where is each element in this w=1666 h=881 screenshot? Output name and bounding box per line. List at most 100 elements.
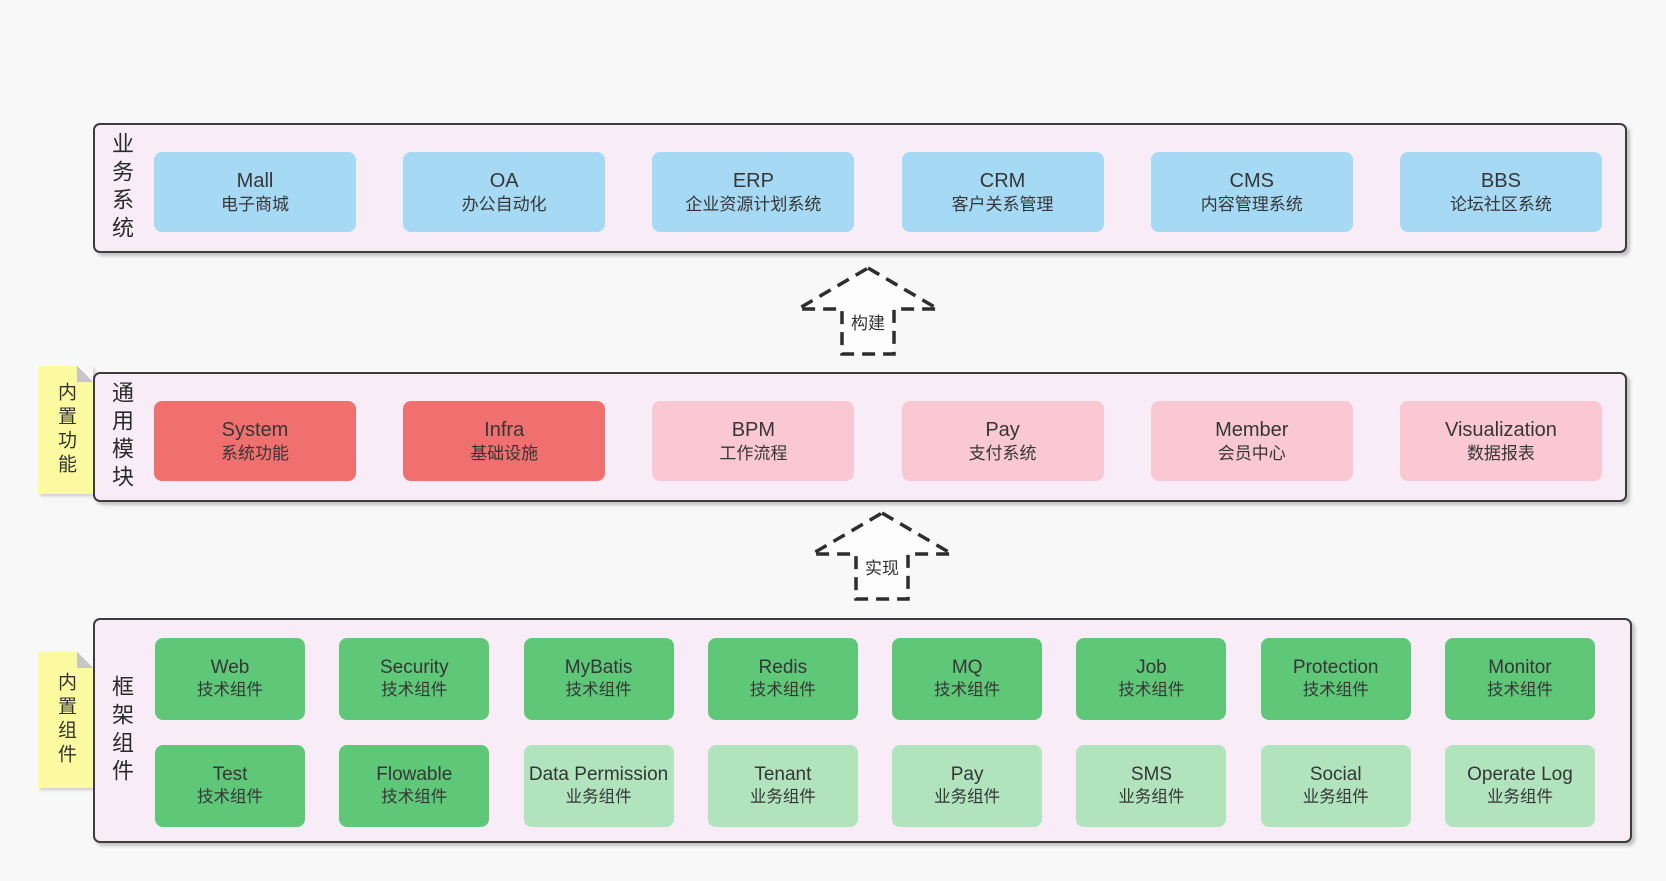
- box-subtitle: 业务组件: [1302, 788, 1369, 807]
- modules-boxes-row: System 系统功能 Infra 基础设施 BPM 工作流程 Pay 支付系统…: [154, 401, 1602, 481]
- box-title: Member: [1215, 418, 1289, 441]
- box-pay-biz: Pay 业务组件: [892, 745, 1043, 827]
- box-tenant: Tenant 业务组件: [707, 745, 858, 827]
- box-test: Test 技术组件: [155, 745, 305, 827]
- box-title: Redis: [758, 657, 808, 679]
- arrow-build: 构建: [793, 263, 943, 359]
- box-data-permission: Data Permission 业务组件: [523, 745, 674, 827]
- box-bpm: BPM 工作流程: [652, 401, 855, 481]
- box-pay: Pay 支付系统: [901, 401, 1104, 481]
- section-label-framework: 框架组件: [109, 674, 134, 787]
- box-subtitle: 技术组件: [565, 681, 632, 700]
- box-mybatis: MyBatis 技术组件: [523, 638, 674, 720]
- box-mq: MQ 技术组件: [892, 638, 1043, 720]
- box-title: Monitor: [1488, 657, 1552, 679]
- box-subtitle: 企业资源计划系统: [685, 194, 822, 214]
- box-job: Job 技术组件: [1076, 638, 1227, 720]
- box-title: Infra: [484, 418, 525, 441]
- section-label-modules: 通用模块: [109, 381, 134, 493]
- box-title: BBS: [1480, 169, 1521, 192]
- box-title: Pay: [950, 764, 984, 786]
- box-erp: ERP 企业资源计划系统: [652, 152, 855, 232]
- box-subtitle: 技术组件: [1118, 681, 1185, 700]
- box-subtitle: 数据报表: [1466, 443, 1535, 463]
- box-monitor: Monitor 技术组件: [1444, 638, 1595, 720]
- box-title: Protection: [1292, 657, 1379, 679]
- box-social: Social 业务组件: [1260, 745, 1411, 827]
- box-subtitle: 技术组件: [197, 681, 263, 700]
- business-boxes-row: Mall 电子商城 OA 办公自动化 ERP 企业资源计划系统 CRM 客户关系…: [154, 152, 1602, 232]
- section-label-business: 业务系统: [109, 132, 134, 244]
- box-infra: Infra 基础设施: [403, 401, 606, 481]
- box-subtitle: 电子商城: [221, 194, 289, 214]
- note-text: 内置组件: [55, 672, 76, 768]
- box-title: CRM: [979, 169, 1026, 192]
- box-mall: Mall 电子商城: [154, 152, 356, 232]
- note-builtin-components: 内置组件: [38, 652, 93, 788]
- box-bbs: BBS 论坛社区系统: [1399, 152, 1602, 232]
- box-security: Security 技术组件: [339, 638, 490, 720]
- box-title: Tenant: [754, 764, 812, 786]
- box-web: Web 技术组件: [155, 638, 305, 720]
- box-title: Flowable: [376, 764, 453, 786]
- sec-business-systems: 业务系统 Mall 电子商城 OA 办公自动化 ERP 企业资源计划系统 CRM…: [93, 123, 1627, 253]
- sec-common-modules: 通用模块 System 系统功能 Infra 基础设施 BPM 工作流程 Pay…: [93, 372, 1627, 502]
- sec-framework-components: 框架组件 Web 技术组件 Security 技术组件 MyBatis 技术组件…: [93, 618, 1632, 843]
- box-title: MQ: [951, 657, 983, 679]
- box-title: Social: [1309, 764, 1362, 786]
- arrow-label: 构建: [851, 314, 885, 333]
- box-visualization: Visualization 数据报表: [1399, 401, 1602, 481]
- box-protection: Protection 技术组件: [1260, 638, 1411, 720]
- box-subtitle: 业务组件: [749, 788, 816, 807]
- note-text: 内置功能: [55, 382, 76, 478]
- folded-corner-icon: [77, 366, 93, 382]
- box-title: CMS: [1229, 169, 1274, 192]
- box-subtitle: 客户关系管理: [951, 194, 1054, 214]
- folded-corner-icon: [77, 652, 93, 668]
- box-subtitle: 技术组件: [1302, 681, 1369, 700]
- box-title: Test: [212, 764, 248, 786]
- box-subtitle: 工作流程: [719, 443, 788, 463]
- box-oa: OA 办公自动化: [403, 152, 606, 232]
- box-subtitle: 会员中心: [1217, 443, 1286, 463]
- box-subtitle: 业务组件: [1118, 788, 1185, 807]
- box-operate-log: Operate Log 业务组件: [1444, 745, 1595, 827]
- box-subtitle: 技术组件: [197, 788, 263, 807]
- box-title: Operate Log: [1467, 764, 1573, 786]
- box-title: Pay: [985, 418, 1020, 441]
- box-title: BPM: [731, 418, 776, 441]
- box-subtitle: 技术组件: [749, 681, 816, 700]
- box-subtitle: 基础设施: [470, 443, 539, 463]
- box-subtitle: 技术组件: [381, 681, 448, 700]
- box-subtitle: 系统功能: [221, 443, 289, 463]
- box-title: SMS: [1130, 764, 1172, 786]
- box-subtitle: 技术组件: [1486, 681, 1553, 700]
- box-title: Web: [210, 657, 250, 679]
- box-title: MyBatis: [564, 657, 633, 679]
- up-arrow-icon: [807, 510, 957, 601]
- box-title: Security: [379, 657, 449, 679]
- arrow-label: 实现: [865, 559, 899, 578]
- box-subtitle: 业务组件: [565, 788, 632, 807]
- box-subtitle: 论坛社区系统: [1449, 194, 1552, 214]
- box-subtitle: 内容管理系统: [1200, 194, 1303, 214]
- box-subtitle: 技术组件: [381, 788, 448, 807]
- arrow-implement: 实现: [807, 508, 957, 604]
- box-title: Visualization: [1444, 418, 1557, 441]
- box-title: System: [221, 418, 289, 441]
- box-title: ERP: [732, 169, 774, 192]
- up-arrow-icon: [793, 265, 943, 356]
- box-title: OA: [489, 169, 519, 192]
- box-subtitle: 技术组件: [934, 681, 1001, 700]
- box-redis: Redis 技术组件: [707, 638, 858, 720]
- framework-row-1: Web 技术组件 Security 技术组件 MyBatis 技术组件 Redi…: [155, 638, 1595, 720]
- framework-row-2: Test 技术组件 Flowable 技术组件 Data Permission …: [155, 745, 1595, 827]
- box-subtitle: 业务组件: [1486, 788, 1553, 807]
- box-member: Member 会员中心: [1150, 401, 1353, 481]
- box-subtitle: 支付系统: [968, 443, 1037, 463]
- box-sms: SMS 业务组件: [1076, 745, 1227, 827]
- box-flowable: Flowable 技术组件: [339, 745, 490, 827]
- box-title: Job: [1136, 657, 1167, 679]
- note-builtin-features: 内置功能: [38, 366, 93, 494]
